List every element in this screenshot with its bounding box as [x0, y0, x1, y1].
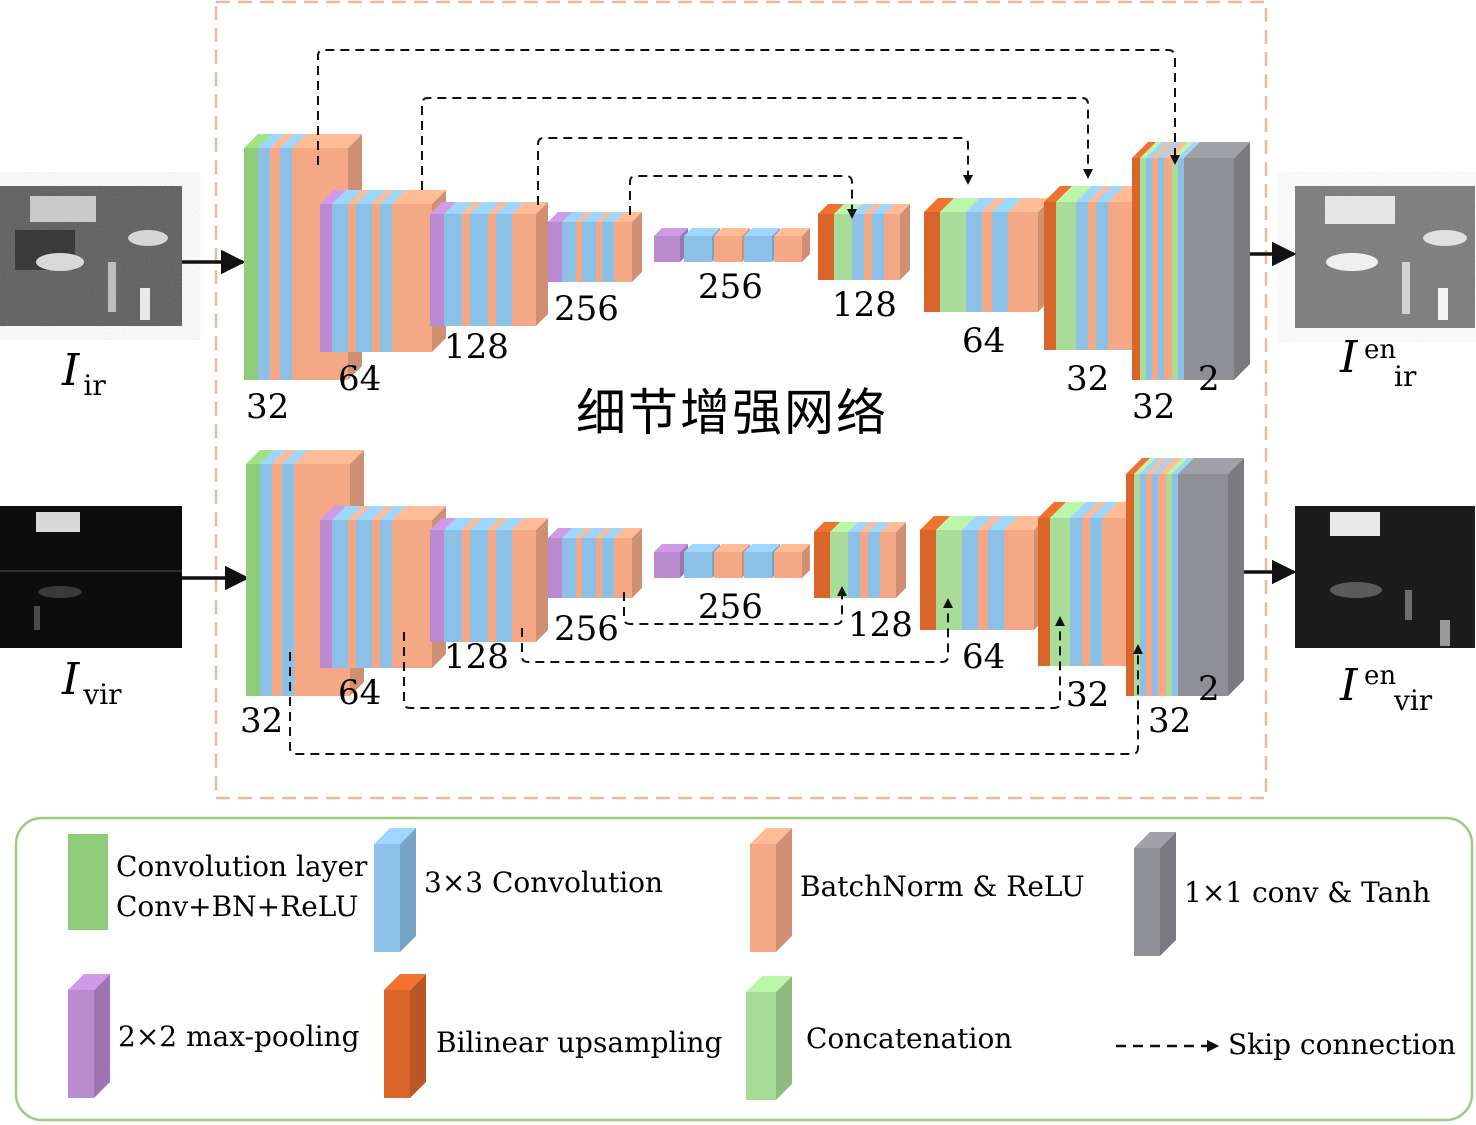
legend-concat-swatch: [746, 976, 792, 1100]
ir-conv1x1-tanh-block-8-8: [1184, 142, 1250, 380]
skip-arrowheads-vir: [837, 586, 1143, 654]
vir-label-256-mid: 256: [698, 587, 763, 627]
vir-label-2: 2: [1198, 669, 1220, 709]
ir-label-256-enc: 256: [554, 289, 619, 329]
ir-label-64: 64: [338, 359, 381, 399]
output-label-ir: I en ir: [1339, 332, 1417, 393]
skip-connections-ir: [317, 49, 1176, 215]
vir-bn-relu-block-4-4: [774, 544, 810, 578]
ir-label-128-dec: 128: [832, 285, 897, 325]
skip-line-vir-256: [623, 592, 843, 625]
enhancement-network-ir: [244, 134, 1250, 380]
vir-label-256-enc: 256: [554, 609, 619, 649]
vir-label-64: 64: [338, 673, 381, 713]
output-label-vir: I en vir: [1339, 660, 1433, 717]
vir-bn-relu-block-3-6: [614, 528, 642, 598]
svg-text:I: I: [1339, 660, 1359, 711]
legend-maxpool: 2×2 max-pooling: [118, 1020, 360, 1053]
vir-bn-relu-block-5-5: [880, 522, 906, 598]
skip-line-vir-128: [521, 604, 949, 663]
svg-text:I: I: [1339, 332, 1359, 383]
legend-conv-layer-line2: Conv+BN+ReLU: [116, 890, 358, 923]
ir-label-32-in: 32: [246, 387, 289, 427]
legend-conv3x3-swatch: [374, 828, 416, 952]
ir-bn-relu-block-5-5: [884, 204, 910, 280]
skip-line-ir-64: [421, 97, 1089, 190]
ir-maxpool-block-4-0: [654, 228, 688, 262]
skip-arrowheads-ir: [847, 155, 1180, 219]
skip-line-vir-32: [289, 650, 1139, 755]
vir-conv1x1-tanh-block-8-8: [1178, 458, 1244, 696]
ir-label-64-dec: 64: [962, 321, 1005, 361]
legend-conv3x3: 3×3 Convolution: [424, 866, 663, 899]
skip-line-ir-256: [629, 175, 853, 215]
vir-label-32-out: 32: [1148, 701, 1191, 741]
vir-label-128-enc: 128: [444, 637, 509, 677]
legend-maxpool-swatch: [68, 974, 110, 1098]
network-title: 细节增强网络: [576, 384, 888, 442]
input-image-ir: [0, 186, 182, 326]
ir-label-32-dec: 32: [1066, 359, 1109, 399]
svg-text:en: en: [1364, 335, 1396, 365]
vir-label-64-dec: 64: [962, 637, 1005, 677]
skip-line-ir-128: [537, 137, 969, 205]
legend-conv-layer-line1: Convolution layer: [116, 850, 368, 883]
skip-line-ir-32: [317, 49, 1176, 165]
output-image-vir: [1295, 506, 1475, 648]
vir-maxpool-block-4-0: [654, 544, 688, 578]
ir-label-128-enc: 128: [444, 327, 509, 367]
ir-bn-relu-block-3-6: [614, 212, 642, 282]
channel-labels-ir: 32 64 128 256 256 128 64 32 32 2: [246, 267, 1220, 427]
svg-text:ir: ir: [1394, 360, 1417, 393]
legend-conv-layer-swatch: [68, 834, 108, 930]
legend-concat: Concatenation: [806, 1022, 1012, 1055]
legend-swatches: [68, 828, 1176, 1100]
legend-bn-relu-swatch: [750, 828, 792, 952]
skip-connections-vir: [289, 592, 1139, 755]
channel-labels-vir: 32 64 128 256 256 128 64 32 32 2: [240, 587, 1220, 741]
legend-upsample-swatch: [384, 974, 426, 1098]
legend-bn-relu: BatchNorm & ReLU: [800, 870, 1085, 903]
ir-bn-relu-block-4-4: [774, 228, 810, 262]
vir-label-32-dec: 32: [1066, 675, 1109, 715]
output-image-ir: [1295, 186, 1475, 328]
enhancement-network-vir: [246, 450, 1244, 696]
svg-text:vir: vir: [1393, 684, 1433, 717]
legend-conv1x1-tanh-swatch: [1134, 832, 1176, 956]
vir-label-32-in: 32: [240, 701, 283, 741]
svg-text:en: en: [1364, 661, 1396, 691]
ir-bn-relu-block-2-6: [512, 202, 548, 326]
input-image-vir: [0, 506, 182, 648]
legend-upsample: Bilinear upsampling: [436, 1026, 722, 1059]
vir-bn-relu-block-2-6: [512, 518, 548, 642]
legend-conv1x1-tanh: 1×1 conv & Tanh: [1184, 876, 1430, 909]
ir-label-2: 2: [1198, 359, 1220, 399]
ir-label-32-out: 32: [1132, 387, 1175, 427]
vir-label-128-dec: 128: [848, 605, 913, 645]
legend-skip: Skip connection: [1228, 1028, 1456, 1061]
ir-label-256-mid: 256: [698, 267, 763, 307]
